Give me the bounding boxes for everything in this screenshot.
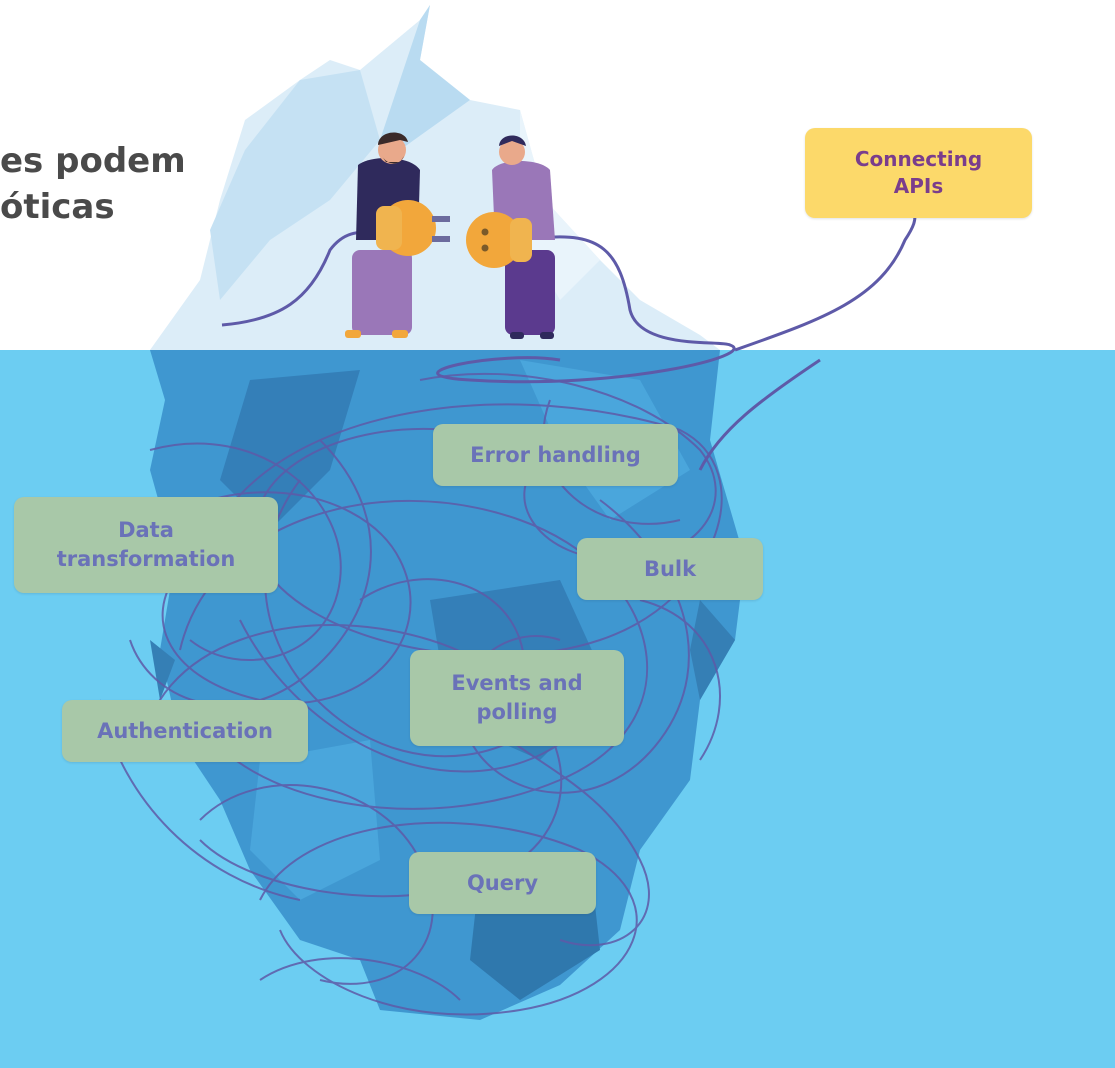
label-events-and-polling: Events and polling <box>410 650 624 746</box>
iceberg-tip-facet <box>380 5 470 150</box>
person-left-legs <box>352 250 412 335</box>
person-right-legs <box>505 250 555 335</box>
headline-line-1: es podem <box>0 141 186 181</box>
plug-left <box>376 200 450 256</box>
label-authentication: Authentication <box>62 700 308 762</box>
cable-to-connecting-apis <box>436 214 917 384</box>
cable-into-water <box>698 358 821 471</box>
person-right-head <box>499 139 525 165</box>
iceberg-facet <box>220 370 360 530</box>
iceberg-tip-shade <box>210 70 380 300</box>
iceberg-facet <box>150 640 175 700</box>
headline: es podem óticas <box>0 138 186 230</box>
headline-line-2: óticas <box>0 187 115 227</box>
plug-right <box>466 212 532 268</box>
iceberg-facet <box>250 740 380 900</box>
label-bulk: Bulk <box>577 538 763 600</box>
label-data-transformation: Data transformation <box>14 497 278 593</box>
label-query: Query <box>409 852 596 914</box>
label-connecting-apis: Connecting APIs <box>805 128 1032 218</box>
iceberg-facet <box>690 600 735 700</box>
label-error-handling: Error handling <box>433 424 678 486</box>
